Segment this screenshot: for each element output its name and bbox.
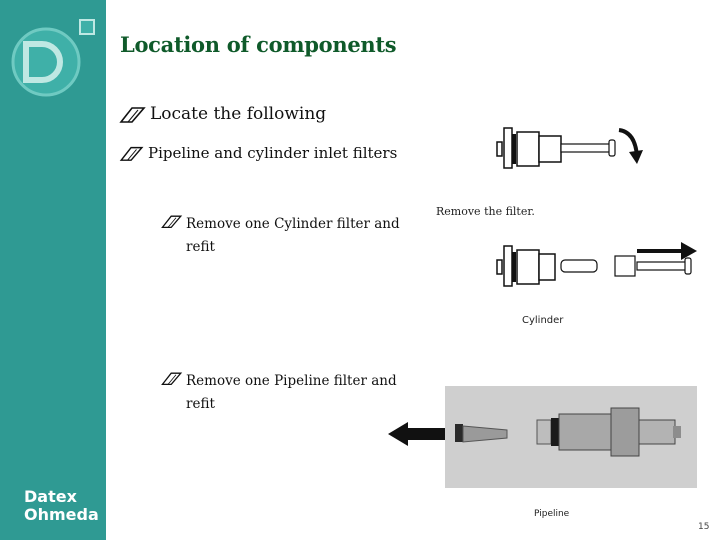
brand-logo-text: Datex Ohmeda bbox=[24, 488, 99, 524]
page-title: Location of components bbox=[120, 32, 397, 57]
datex-d-logo-icon bbox=[11, 19, 95, 97]
filter-disassembled-diagram bbox=[496, 242, 697, 287]
filter-assembly-diagram bbox=[496, 127, 643, 169]
bullet-item: Remove one Pipeline filter and refit bbox=[160, 370, 400, 416]
checklist-bullet-icon bbox=[161, 372, 183, 386]
sidebar-band: Datex Ohmeda bbox=[0, 0, 106, 540]
bullet-item: Locate the following bbox=[118, 104, 326, 124]
left-arrow-icon bbox=[388, 422, 446, 446]
bullet-text: Pipeline and cylinder inlet filters bbox=[148, 144, 398, 162]
checklist-bullet-icon bbox=[119, 146, 144, 161]
bullet-item: Pipeline and cylinder inlet filters bbox=[118, 144, 397, 162]
bullet-text: Remove one Cylinder filter and refit bbox=[186, 216, 400, 255]
page-number: 15 bbox=[698, 522, 710, 532]
pipeline-caption: Pipeline bbox=[534, 509, 570, 519]
brand-line-1: Datex bbox=[24, 487, 77, 506]
bullet-text: Locate the following bbox=[150, 104, 327, 124]
remove-filter-caption: Remove the filter. bbox=[436, 205, 535, 218]
checklist-bullet-icon bbox=[119, 107, 146, 123]
cylinder-caption: Cylinder bbox=[522, 315, 564, 326]
checklist-bullet-icon bbox=[161, 215, 183, 229]
bullet-text: Remove one Pipeline filter and refit bbox=[186, 373, 397, 412]
bullet-item: Remove one Cylinder filter and refit bbox=[160, 213, 400, 259]
brand-line-2: Ohmeda bbox=[24, 505, 99, 524]
pipeline-filter-photo bbox=[445, 386, 697, 488]
